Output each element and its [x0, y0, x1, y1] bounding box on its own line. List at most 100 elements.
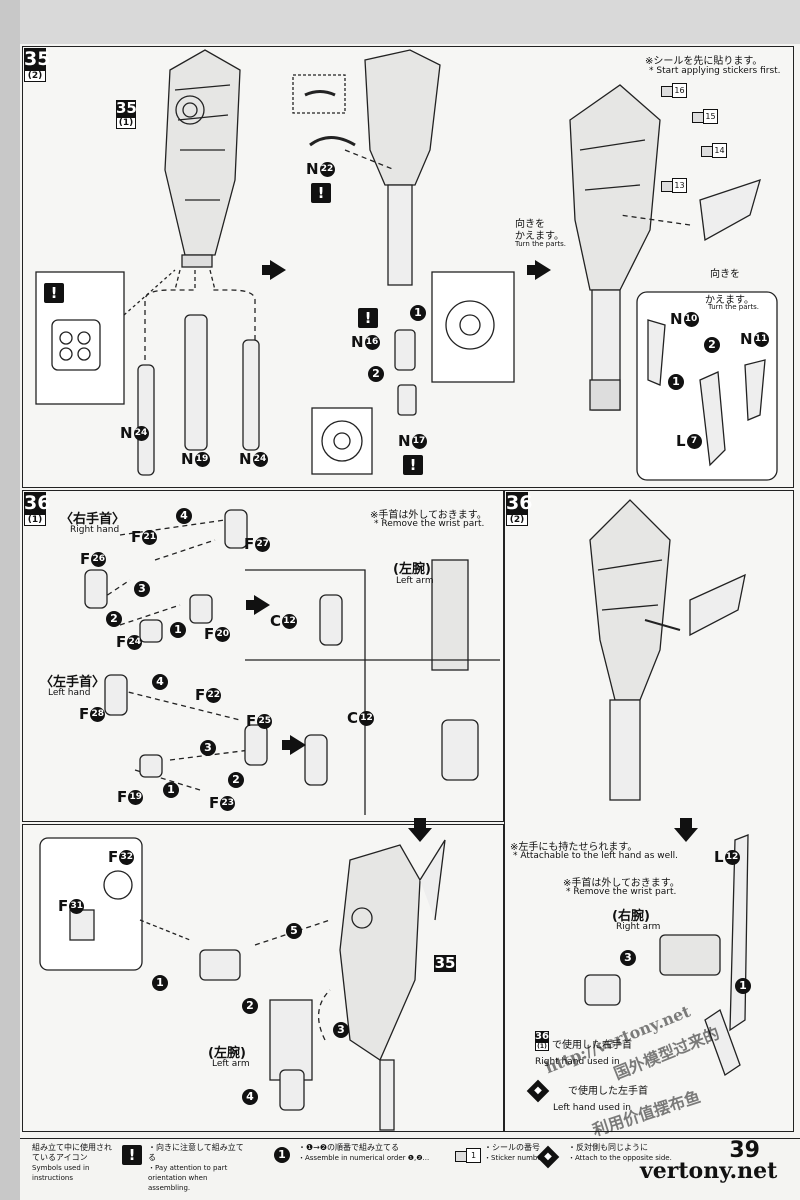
turn-note-en: Turn the parts.	[515, 240, 567, 248]
book-edge	[0, 0, 20, 1200]
order-2-icon-b: 2	[228, 772, 244, 788]
order-2-icon: 2	[368, 366, 384, 382]
step-number: 36	[24, 492, 51, 514]
step-36-ref-right: 36 (1)	[535, 1031, 549, 1051]
step-sub: (2)	[506, 514, 528, 526]
step-number: 35	[116, 99, 137, 117]
used-left-jp: で使用した左手首	[568, 1086, 648, 1097]
left-arm-en: Left arm	[396, 576, 434, 586]
legend-orient-en: ・Pay attention to part orientation when …	[148, 1164, 228, 1192]
wrist-note-jp: ※手首は外しておきます。	[370, 510, 487, 521]
legend-sticker: ・シールの番号 ・Sticker number	[484, 1143, 554, 1163]
turn-note-en-b: Turn the parts.	[708, 303, 760, 311]
sticker-16: 16	[661, 83, 687, 98]
legend-title-jp: 組み立て中に使用されているアイコン	[32, 1143, 112, 1162]
step-number: 36	[535, 1031, 549, 1042]
used-left-en: Left hand used in	[553, 1103, 631, 1113]
legend-orient-jp: ・向きに注意して組み立てる	[148, 1143, 244, 1162]
left-arm-jp: (左腕)	[393, 562, 431, 577]
step-36-2-badge: 36 (2)	[506, 492, 533, 526]
used-right-jp: で使用した右手首	[552, 1040, 632, 1051]
order-2-icon-d: 2	[242, 998, 258, 1014]
step-sub: (2)	[24, 70, 46, 82]
legend-warning-icon: !	[122, 1145, 142, 1165]
turn-note-jp-1b: 向きを	[710, 269, 740, 280]
left-arm-en-2: Left arm	[212, 1059, 250, 1069]
attach-note-jp: ※左手にも持たせられます。	[510, 842, 638, 853]
legend-opposite-icon: ◆	[536, 1145, 560, 1169]
legend-orient: ・向きに注意して組み立てる ・Pay attention to part ori…	[148, 1143, 248, 1193]
left-hand-en: Left hand	[48, 688, 91, 698]
right-arm-jp: (右腕)	[612, 909, 650, 924]
icon-legend-footer: 組み立て中に使用されているアイコン Symbols used in instru…	[20, 1138, 800, 1192]
sticker-note-jp: ※シールを先に貼ります。	[645, 56, 763, 67]
order-1-icon-r: 1	[668, 374, 684, 390]
warning-icon-n22: !	[311, 183, 331, 203]
sticker-13: 13	[661, 178, 687, 193]
turn-note-jp-2b: かえます。	[705, 295, 754, 306]
legend-sticker-icon: 1	[455, 1148, 481, 1163]
legend-title-en: Symbols used in instructions	[32, 1164, 90, 1182]
step-number: 35	[434, 954, 456, 972]
page-number: 39	[729, 1138, 760, 1163]
step-35-2-badge: 35 (2)	[24, 48, 51, 82]
step-sub: (1)	[24, 514, 46, 526]
order-3-icon-a: 3	[134, 581, 150, 597]
right-hand-jp: 〈右手首〉	[60, 512, 126, 527]
legend-order: ・❶→❷の順番で組み立てる ・Assemble in numerical ord…	[298, 1143, 438, 1163]
step-number: 36	[506, 492, 533, 514]
left-hand-jp: 〈左手首〉	[40, 675, 106, 690]
order-1-icon: 1	[410, 305, 426, 321]
sticker-15: 15	[692, 109, 718, 124]
order-4-icon-a: 4	[176, 508, 192, 524]
order-3-icon-c: 3	[620, 950, 636, 966]
warning-icon-left: !	[44, 283, 64, 303]
step-sub: (1)	[535, 1042, 549, 1051]
legend-order-jp: ・❶→❷の順番で組み立てる	[298, 1143, 400, 1152]
order-2-icon-a: 2	[106, 611, 122, 627]
step-sub: (1)	[116, 117, 136, 129]
warning-icon-n16: !	[358, 308, 378, 328]
order-4-icon-d: 4	[242, 1089, 258, 1105]
wrist-note-en-2: * Remove the wrist part.	[566, 887, 677, 897]
legend-sticker-jp: ・シールの番号	[484, 1143, 540, 1152]
order-3-icon-d: 3	[333, 1022, 349, 1038]
step-number: 35	[24, 48, 51, 70]
turn-note-jp-2: かえます。	[515, 231, 564, 242]
order-5-icon: 5	[286, 923, 302, 939]
watermark-site: vertony.net	[640, 1158, 778, 1184]
used-right-en: Right hand used in	[535, 1057, 620, 1067]
sticker-note-en: * Start applying stickers first.	[649, 66, 781, 76]
step-35-1-ref-badge: 35 (1)	[116, 99, 137, 129]
legend-opposite-jp: ・反対側も同じように	[568, 1143, 648, 1152]
order-3-icon-b: 3	[200, 740, 216, 756]
order-2-icon-r: 2	[704, 337, 720, 353]
warning-icon-n17: !	[403, 455, 423, 475]
right-arm-en: Right arm	[616, 922, 661, 932]
right-hand-en: Right hand	[70, 525, 120, 535]
turn-note-jp-1: 向きを	[515, 219, 545, 230]
legend-title: 組み立て中に使用されているアイコン Symbols used in instru…	[32, 1143, 117, 1183]
step-35-ref-badge: 35	[434, 955, 456, 972]
